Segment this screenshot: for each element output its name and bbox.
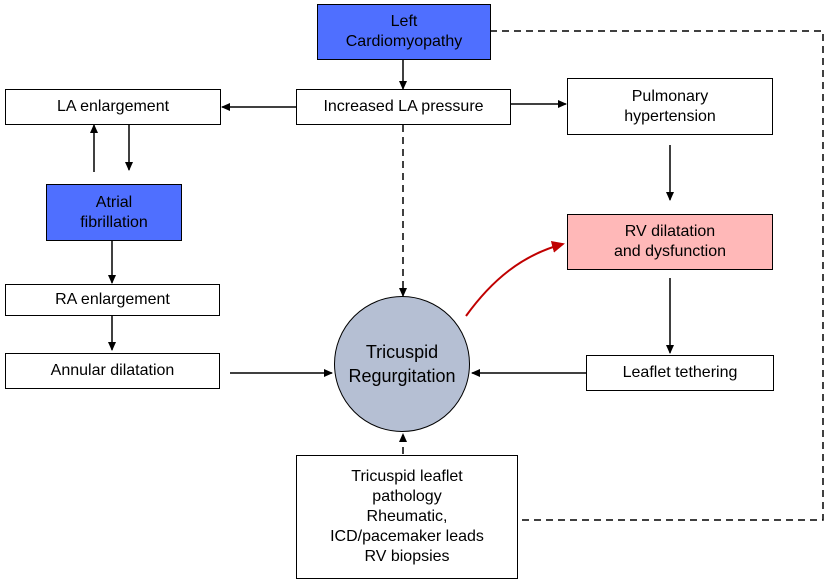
- node-pulmonary-hypertension: Pulmonary hypertension: [567, 78, 773, 135]
- dashed-loop-cardiomyopathy-to-leaflet-pathology: [490, 30, 824, 521]
- red-arrow-tr-to-rv: [465, 241, 565, 317]
- node-tricuspid-leaflet-pathology: Tricuspid leaflet pathology Rheumatic, I…: [296, 455, 518, 579]
- node-atrial-fibrillation: Atrial fibrillation: [46, 184, 182, 241]
- node-ra-enlargement: RA enlargement: [5, 284, 220, 316]
- node-rv-dilatation: RV dilatation and dysfunction: [567, 214, 773, 270]
- node-annular-dilatation: Annular dilatation: [5, 353, 220, 389]
- node-increased-la-pressure: Increased LA pressure: [296, 89, 511, 125]
- node-left-cardiomyopathy: Left Cardiomyopathy: [317, 4, 491, 60]
- node-leaflet-tethering: Leaflet tethering: [586, 355, 774, 391]
- node-tricuspid-regurgitation: Tricuspid Regurgitation: [334, 296, 470, 432]
- node-la-enlargement: LA enlargement: [5, 89, 221, 125]
